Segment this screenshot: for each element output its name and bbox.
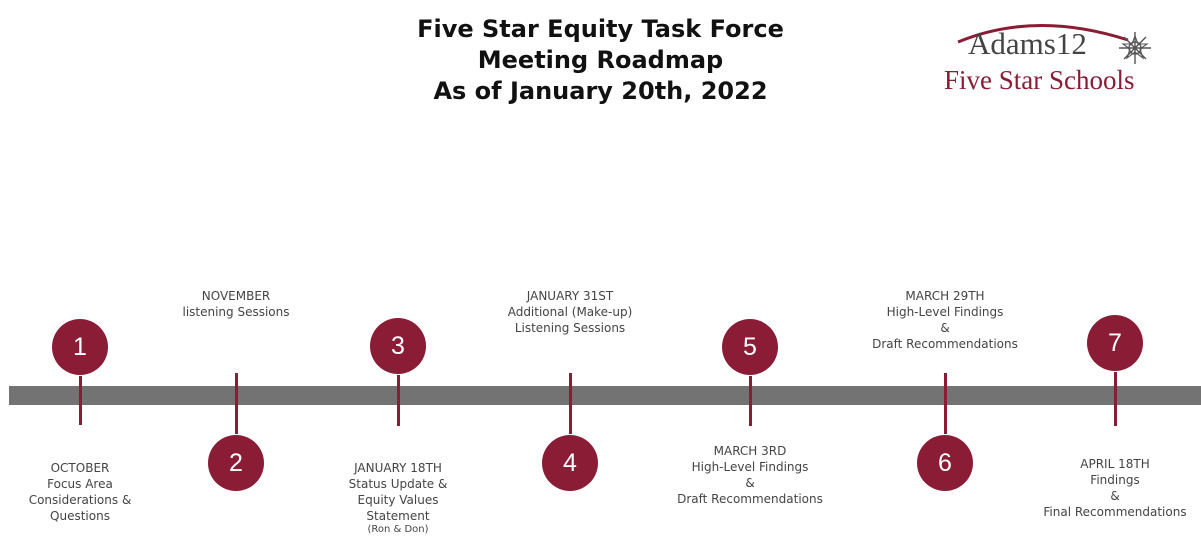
- milestone-connector: [748, 376, 752, 426]
- milestone-marker-2: 2: [208, 435, 264, 491]
- milestone-label-line: JANUARY 31ST: [526, 289, 614, 303]
- milestone-connector: [78, 376, 82, 425]
- milestone-connector: [1113, 372, 1117, 426]
- milestone-label-line: &: [1110, 489, 1120, 503]
- timeline-bar: [9, 386, 1201, 405]
- milestone-connector: [234, 373, 238, 434]
- milestone-label-line: Findings: [1090, 473, 1140, 487]
- milestone-label-line: JANUARY 18TH: [354, 461, 442, 475]
- title-line-3: As of January 20th, 2022: [433, 77, 768, 105]
- adams12-logo: Adams12 Five Star Schools: [940, 14, 1180, 104]
- milestone-label-3: JANUARY 18TH Status Update & Equity Values…: [298, 460, 498, 536]
- milestone-label-line: Additional (Make-up): [507, 305, 633, 319]
- milestone-label-line: APRIL 18TH: [1080, 457, 1150, 471]
- title-line-1: Five Star Equity Task Force: [417, 15, 784, 43]
- milestone-marker-6: 6: [917, 435, 973, 491]
- logo-wordmark-top: Adams12: [968, 26, 1087, 61]
- milestone-note: (Ron & Don): [367, 524, 429, 535]
- milestone-label-line: MARCH 3RD: [713, 444, 787, 458]
- milestone-marker-7: 7: [1087, 315, 1143, 371]
- milestone-label-2: NOVEMBER listening Sessions: [136, 288, 336, 320]
- milestone-label-line: Statement: [366, 509, 430, 523]
- milestone-label-line: Draft Recommendations: [872, 337, 1018, 351]
- logo-graphic: [957, 24, 1151, 64]
- milestone-label-5: MARCH 3RD High-Level Findings & Draft Recom…: [650, 443, 850, 507]
- milestone-label-7: APRIL 18TH Findings & Final Recommendations: [1015, 456, 1201, 520]
- milestone-connector: [396, 375, 400, 426]
- logo-wordmark-bottom: Five Star Schools: [944, 65, 1135, 95]
- milestone-label-line: Draft Recommendations: [677, 492, 823, 506]
- milestone-label-line: Equity Values: [357, 493, 439, 507]
- milestone-label-line: Listening Sessions: [514, 321, 626, 335]
- milestone-marker-5: 5: [722, 319, 778, 375]
- milestone-label-line: &: [745, 476, 755, 490]
- milestone-label-line: listening Sessions: [182, 305, 290, 319]
- milestone-label-4: JANUARY 31ST Additional (Make-up) Listenin…: [470, 288, 670, 336]
- milestone-marker-1: 1: [52, 319, 108, 375]
- milestone-label-6: MARCH 29TH High-Level Findings & Draft Reco…: [845, 288, 1045, 352]
- milestone-label-line: Considerations &: [28, 493, 132, 507]
- milestone-label-line: OCTOBER: [50, 461, 110, 475]
- milestone-label-line: Final Recommendations: [1043, 505, 1187, 519]
- title-line-2: Meeting Roadmap: [477, 46, 724, 74]
- page-title: Five Star Equity Task Force Meeting Road…: [0, 14, 1201, 107]
- milestone-label-line: Status Update &: [348, 477, 448, 491]
- milestone-label-line: High-Level Findings: [886, 305, 1004, 319]
- milestone-label-line: Focus Area: [47, 477, 113, 491]
- milestone-marker-4: 4: [542, 435, 598, 491]
- milestone-marker-3: 3: [370, 318, 426, 374]
- milestone-label-line: NOVEMBER: [201, 289, 271, 303]
- milestone-connector: [943, 373, 947, 434]
- milestone-label-line: &: [940, 321, 950, 335]
- milestone-label-line: Questions: [50, 509, 110, 523]
- milestone-label-line: High-Level Findings: [691, 460, 809, 474]
- milestone-label-line: MARCH 29TH: [905, 289, 985, 303]
- milestone-connector: [568, 373, 572, 434]
- star-burst-icon: [1119, 32, 1151, 64]
